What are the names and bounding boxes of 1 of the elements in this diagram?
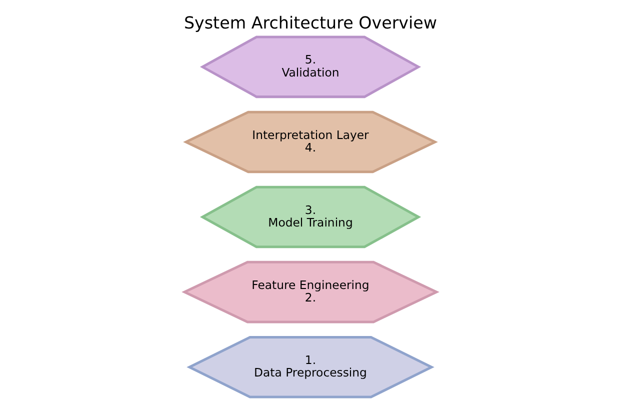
- diagram-title: System Architecture Overview: [183, 14, 437, 33]
